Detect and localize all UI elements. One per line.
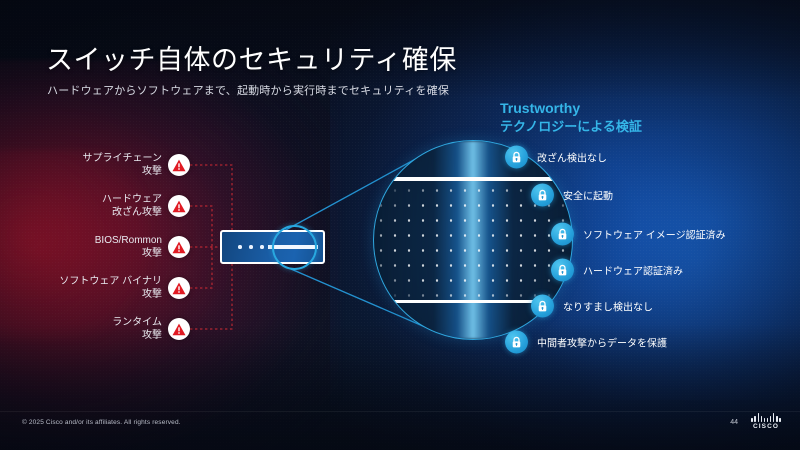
lock-icon	[505, 330, 528, 354]
warning-triangle-icon	[168, 154, 190, 176]
protection-label: 中間者攻撃からデータを保護	[537, 338, 667, 350]
threat-label: ランタイム 攻撃	[112, 316, 162, 342]
copyright-text: © 2025 Cisco and/or its affiliates. All …	[22, 419, 181, 426]
cisco-logo: CISCO	[746, 413, 786, 430]
lock-icon	[505, 145, 528, 169]
threat-label-line1: ソフトウェア バイナリ	[59, 275, 162, 287]
threat-row: ランタイム 攻撃	[60, 317, 190, 341]
lock-icon	[551, 222, 574, 246]
cisco-logo-wordmark: CISCO	[752, 423, 780, 430]
switch-port-dot	[249, 245, 253, 249]
page-subtitle: ハードウェアからソフトウェアまで、起動時から実行時までセキュリティを確保	[47, 85, 450, 97]
threat-label-line1: サプライチェーン	[82, 152, 163, 164]
magnified-top-bar	[374, 177, 572, 181]
page-title: スイッチ自体のセキュリティ確保	[46, 45, 457, 75]
protection-label: 安全に起動	[563, 191, 613, 203]
switch-port-dot	[238, 245, 242, 249]
protection-label: ハードウェア認証済み	[583, 266, 683, 278]
threat-label-line2: 攻撃	[142, 166, 162, 177]
trustworthy-heading-line2: テクノロジーによる検証	[500, 118, 642, 134]
threat-label-line2: 攻撃	[142, 289, 162, 300]
threat-label-line2: 攻撃	[142, 248, 162, 259]
threat-label-line2: 攻撃	[142, 330, 162, 341]
threat-label: ハードウェア 改ざん攻撃	[102, 193, 162, 219]
magnified-bottom-bar	[374, 299, 572, 303]
threat-label-line1: BIOS/Rommon	[94, 234, 162, 246]
lock-icon	[531, 183, 554, 207]
threat-row: ソフトウェア バイナリ 攻撃	[50, 276, 190, 300]
threat-label-line1: ランタイム	[112, 316, 162, 328]
threat-row: BIOS/Rommon 攻撃	[60, 235, 190, 259]
warning-triangle-icon	[168, 318, 190, 340]
trustworthy-heading: Trustworthy テクノロジーによる検証	[500, 99, 642, 135]
cisco-logo-bars	[746, 413, 786, 422]
protection-label: ソフトウェア イメージ認証済み	[583, 230, 726, 242]
magnifier-focus-circle	[272, 225, 317, 270]
threat-label: サプライチェーン 攻撃	[83, 152, 163, 178]
lock-icon	[531, 294, 554, 318]
page-number: 44	[730, 419, 738, 426]
threat-label: BIOS/Rommon 攻撃	[95, 234, 162, 260]
protection-label: 改ざん検出なし	[537, 153, 607, 165]
threat-row: ハードウェア 改ざん攻撃	[60, 194, 190, 218]
trustworthy-heading-line1: Trustworthy	[500, 100, 581, 116]
warning-triangle-icon	[168, 236, 190, 258]
threat-row: サプライチェーン 攻撃	[60, 153, 190, 177]
warning-triangle-icon	[168, 195, 190, 217]
threat-label-line1: ハードウェア	[102, 193, 162, 205]
threat-label-line2: 改ざん攻撃	[112, 207, 162, 218]
switch-port-dot	[260, 245, 264, 249]
threat-label: ソフトウェア バイナリ 攻撃	[59, 275, 162, 301]
protection-label: なりすまし検出なし	[563, 302, 653, 314]
footer-divider	[0, 411, 800, 412]
warning-triangle-icon	[168, 277, 190, 299]
lock-icon	[551, 258, 574, 282]
